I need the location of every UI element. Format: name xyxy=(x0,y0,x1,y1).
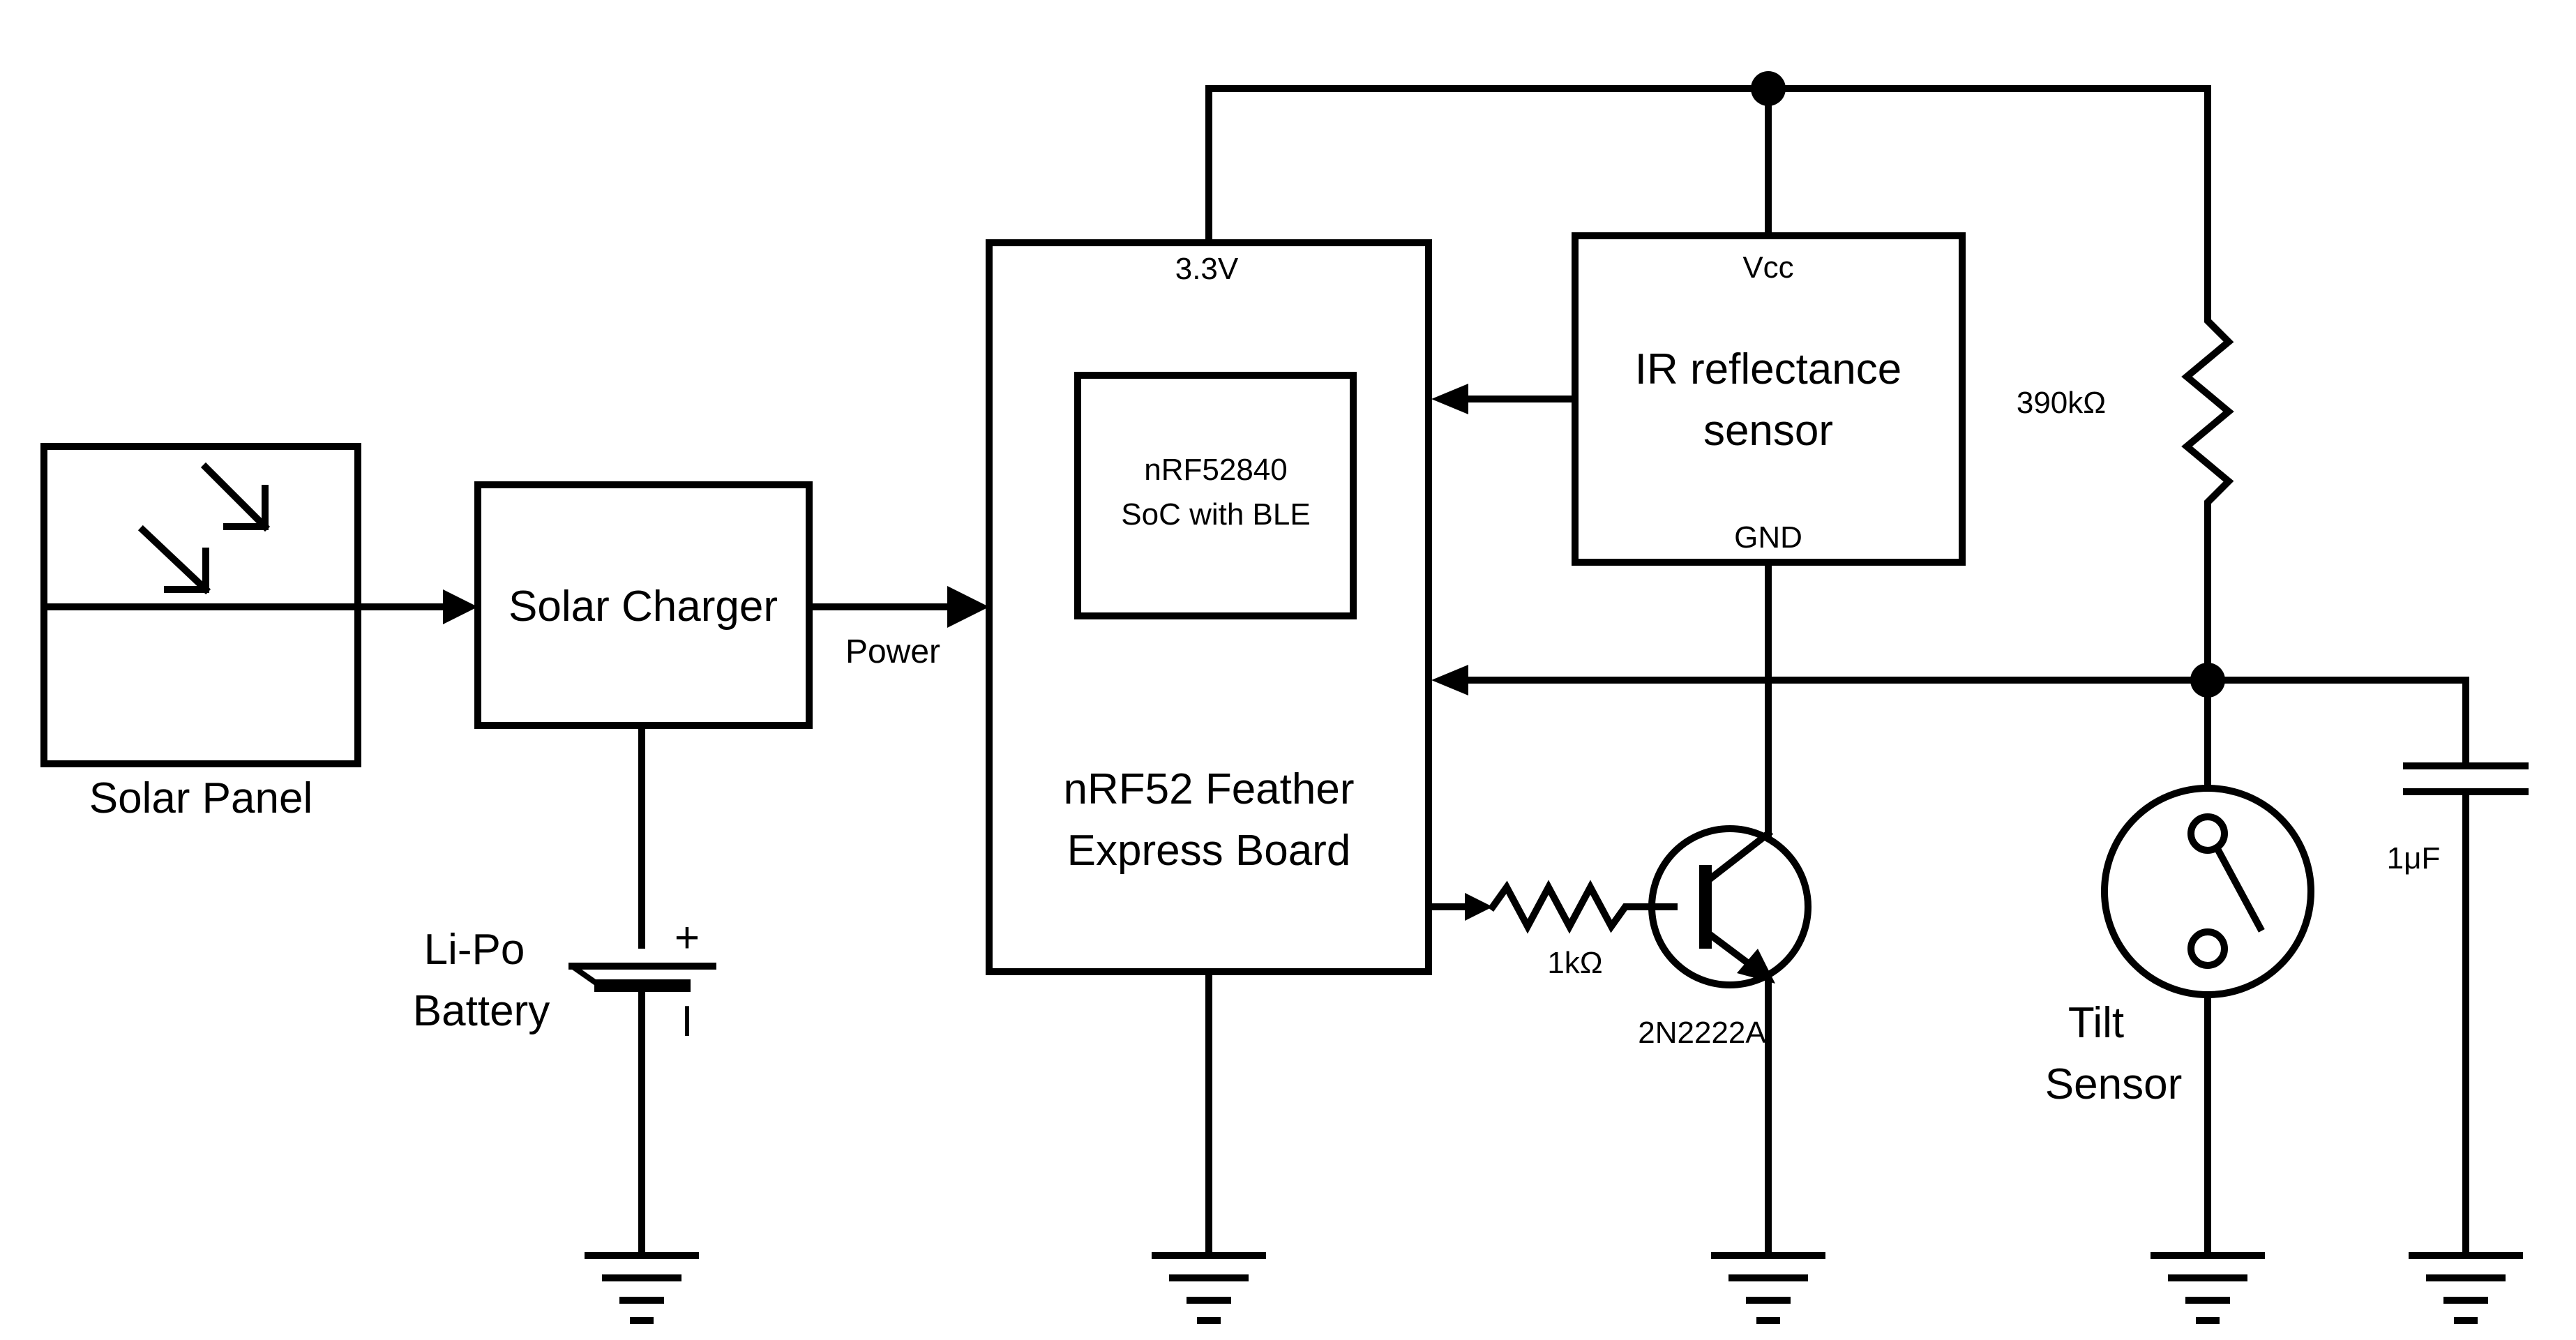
resistor-1k-label: 1kΩ xyxy=(1547,946,1602,980)
solar-charger-label: Solar Charger xyxy=(509,582,778,631)
solar-panel: Solar Panel xyxy=(40,443,361,822)
power-label: Power xyxy=(845,633,940,670)
ground-icon xyxy=(585,1252,699,1324)
tilt-label-line1: Tilt xyxy=(2068,999,2124,1047)
board-pin-3v3: 3.3V xyxy=(1175,252,1239,286)
junction-dot-top xyxy=(1751,71,1786,106)
resistor-390k-label: 390kΩ xyxy=(2017,386,2106,420)
ground-icon xyxy=(1711,1252,1825,1324)
ground-icon xyxy=(2409,1252,2523,1324)
ir-label-line1: IR reflectance xyxy=(1635,345,1902,393)
emitter-arrow-icon xyxy=(1737,949,1775,984)
vcc-rail xyxy=(1205,85,2211,246)
ir-label-line2: sensor xyxy=(1703,407,1833,455)
tilt-contact-top xyxy=(2187,813,2228,854)
board-label-line2: Express Board xyxy=(1067,827,1351,875)
battery-plate-edge xyxy=(570,963,602,988)
soc-label-line1: nRF52840 xyxy=(1144,453,1287,487)
tilt-contact-bottom xyxy=(2187,928,2228,969)
ir-sensor-box xyxy=(1572,232,1966,566)
arrow-icon xyxy=(1431,665,1468,695)
tilt-sensor: Tilt Sensor xyxy=(2045,677,2314,1252)
arrow-icon xyxy=(1431,384,1468,414)
transistor-body xyxy=(1648,825,1812,988)
arrow-icon xyxy=(947,586,989,628)
arrow-icon xyxy=(1465,893,1493,921)
solar-charger: Solar Charger xyxy=(474,481,813,729)
solar-panel-label: Solar Panel xyxy=(89,774,313,822)
ir-vcc-label: Vcc xyxy=(1742,250,1793,285)
soc-box xyxy=(1074,372,1357,619)
transistor-2n2222a: 2N2222A xyxy=(1638,825,1812,1050)
ground-icon xyxy=(2151,1252,2265,1324)
battery-plus-label: + xyxy=(675,914,700,962)
arrow-icon xyxy=(443,589,478,624)
ir-gnd-label: GND xyxy=(1734,520,1802,555)
soc-label-line2: SoC with BLE xyxy=(1121,497,1310,532)
board-label-line1: nRF52 Feather xyxy=(1064,765,1355,813)
capacitor-label: 1μF xyxy=(2387,841,2441,875)
battery-label-line1: Li-Po xyxy=(424,926,525,974)
ground-icon xyxy=(1152,1252,1266,1324)
light-arrows-icon xyxy=(137,462,271,595)
ir-reflectance-sensor: Vcc IR reflectance sensor GND xyxy=(1572,232,1966,566)
tilt-label-line2: Sensor xyxy=(2045,1060,2182,1108)
feather-board: 3.3V nRF52840 SoC with BLE nRF52 Feather… xyxy=(986,239,1432,975)
battery-label-line2: Battery xyxy=(413,987,550,1035)
transistor-collector xyxy=(1700,828,1774,888)
li-po-battery: + I Li-Po Battery xyxy=(413,722,716,1252)
tilt-switch-arm xyxy=(2212,843,2265,933)
capacitor-1uf: 1μF xyxy=(2387,677,2529,1252)
resistor-390k xyxy=(2181,237,2234,684)
battery-minus-label: I xyxy=(681,998,693,1046)
transistor-label: 2N2222A xyxy=(1638,1016,1766,1050)
resistor-1k xyxy=(1488,880,1678,934)
